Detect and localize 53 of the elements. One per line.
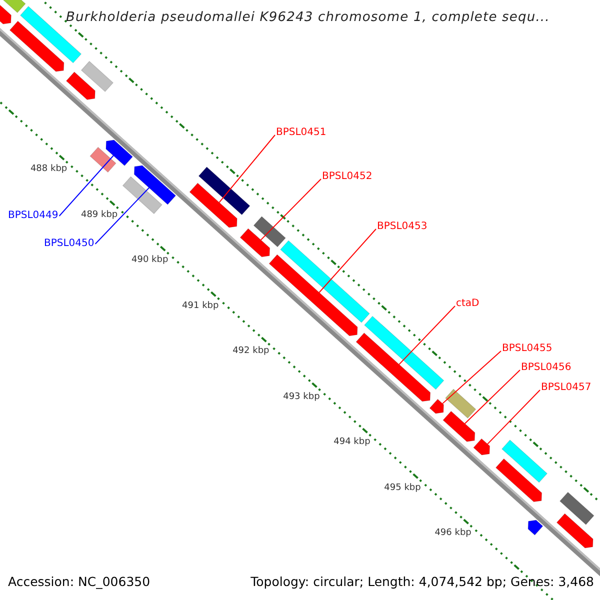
scale-label: 494 kbp (334, 437, 370, 448)
gene-label: BPSL0452 (322, 171, 372, 183)
gene-feature (9, 20, 64, 72)
accession-text: Accession: NC_006350 (8, 574, 150, 589)
scale-label: 496 kbp (434, 528, 472, 540)
leader-line (260, 178, 322, 240)
scale-label: 495 kbp (384, 482, 421, 494)
gene-label: BPSL0453 (377, 221, 428, 233)
gene-feature (134, 165, 176, 205)
gene-label: BPSL0449 (8, 210, 58, 222)
leader-line (318, 228, 376, 293)
leader-line (487, 390, 540, 445)
gene-feature (556, 513, 594, 548)
gene-label: BPSL0457 (541, 382, 592, 394)
scale-label: 491 kbp (182, 300, 219, 312)
scale-label: 488 kbp (30, 164, 68, 176)
leader-line (398, 306, 456, 365)
gene-feature (502, 440, 548, 483)
gene-label: BPSL0450 (44, 238, 94, 250)
scale-label: 492 kbp (232, 346, 270, 358)
gene-feature (198, 166, 250, 216)
scale-label: 493 kbp (283, 392, 320, 403)
leader-line (58, 155, 114, 216)
gene-feature (80, 60, 114, 92)
leader-line (464, 370, 520, 424)
gene-feature (268, 254, 358, 336)
gene-feature (66, 72, 96, 100)
gene-feature (528, 520, 544, 536)
gene-feature (240, 228, 270, 258)
gene-feature (106, 140, 133, 166)
gene-feature (559, 492, 594, 525)
gene-feature (0, 0, 26, 14)
scale-label: 490 kbp (132, 255, 168, 266)
gene-feature (122, 176, 162, 214)
gene-feature (189, 182, 238, 228)
gene-label: BPSL0451 (276, 127, 326, 139)
gene-feature (495, 458, 542, 502)
gene-feature (445, 388, 476, 419)
gene-feature (364, 316, 444, 390)
gene-label: ctaD (456, 298, 480, 310)
gene-feature (90, 146, 116, 173)
leader-line (94, 187, 150, 244)
gene-feature (356, 332, 431, 402)
map-title: Burkholderia pseudomallei K96243 chromosome 1, complete sequ... (66, 10, 550, 25)
topology-text: Topology: circular; Length: 4,074,542 bp; Genes: 3,468 (250, 574, 594, 589)
leader-line (218, 134, 276, 203)
gene-feature (442, 410, 476, 442)
scale-label: 489 kbp (80, 210, 118, 221)
gene-feature (253, 216, 286, 248)
gene-label: BPSL0456 (521, 362, 572, 374)
gene-feature (280, 240, 370, 323)
gene-label: BPSL0455 (502, 343, 552, 355)
gene-feature (473, 438, 490, 456)
